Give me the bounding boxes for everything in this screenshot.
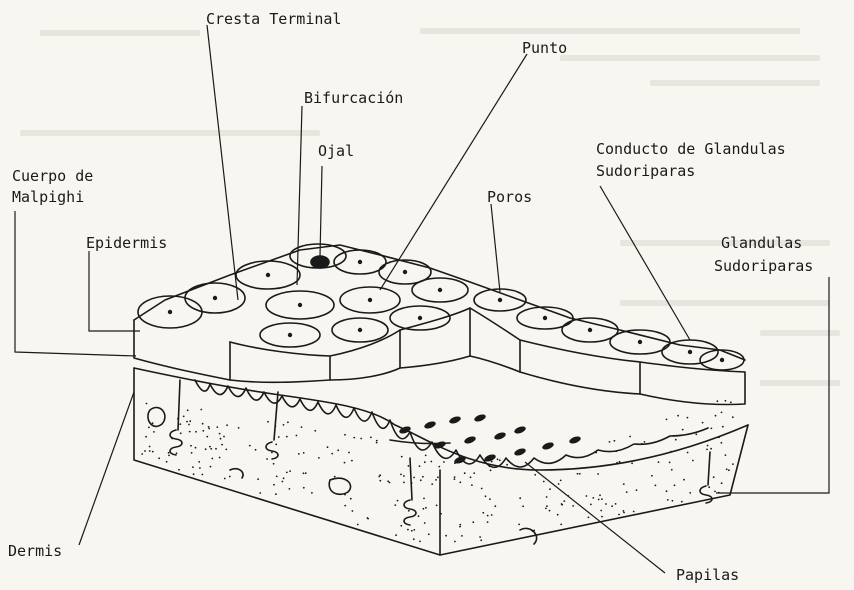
label-cresta-terminal: Cresta Terminal — [206, 9, 341, 29]
label-glandulas-line1: Glandulas — [721, 233, 802, 253]
label-poros: Poros — [487, 187, 532, 207]
label-glandulas-line2: Sudoriparas — [714, 256, 813, 276]
label-dermis: Dermis — [8, 541, 62, 561]
label-epidermis: Epidermis — [86, 233, 167, 253]
label-conducto-line1: Conducto de Glandulas — [596, 139, 786, 159]
label-conducto-line2: Sudoriparas — [596, 161, 695, 181]
label-papilas: Papilas — [676, 565, 739, 585]
label-malpighi: Malpighi — [12, 187, 84, 207]
label-cuerpo-de: Cuerpo de — [12, 166, 93, 186]
label-bifurcacion: Bifurcación — [304, 88, 403, 108]
label-punto: Punto — [522, 38, 567, 58]
label-ojal: Ojal — [318, 141, 354, 161]
